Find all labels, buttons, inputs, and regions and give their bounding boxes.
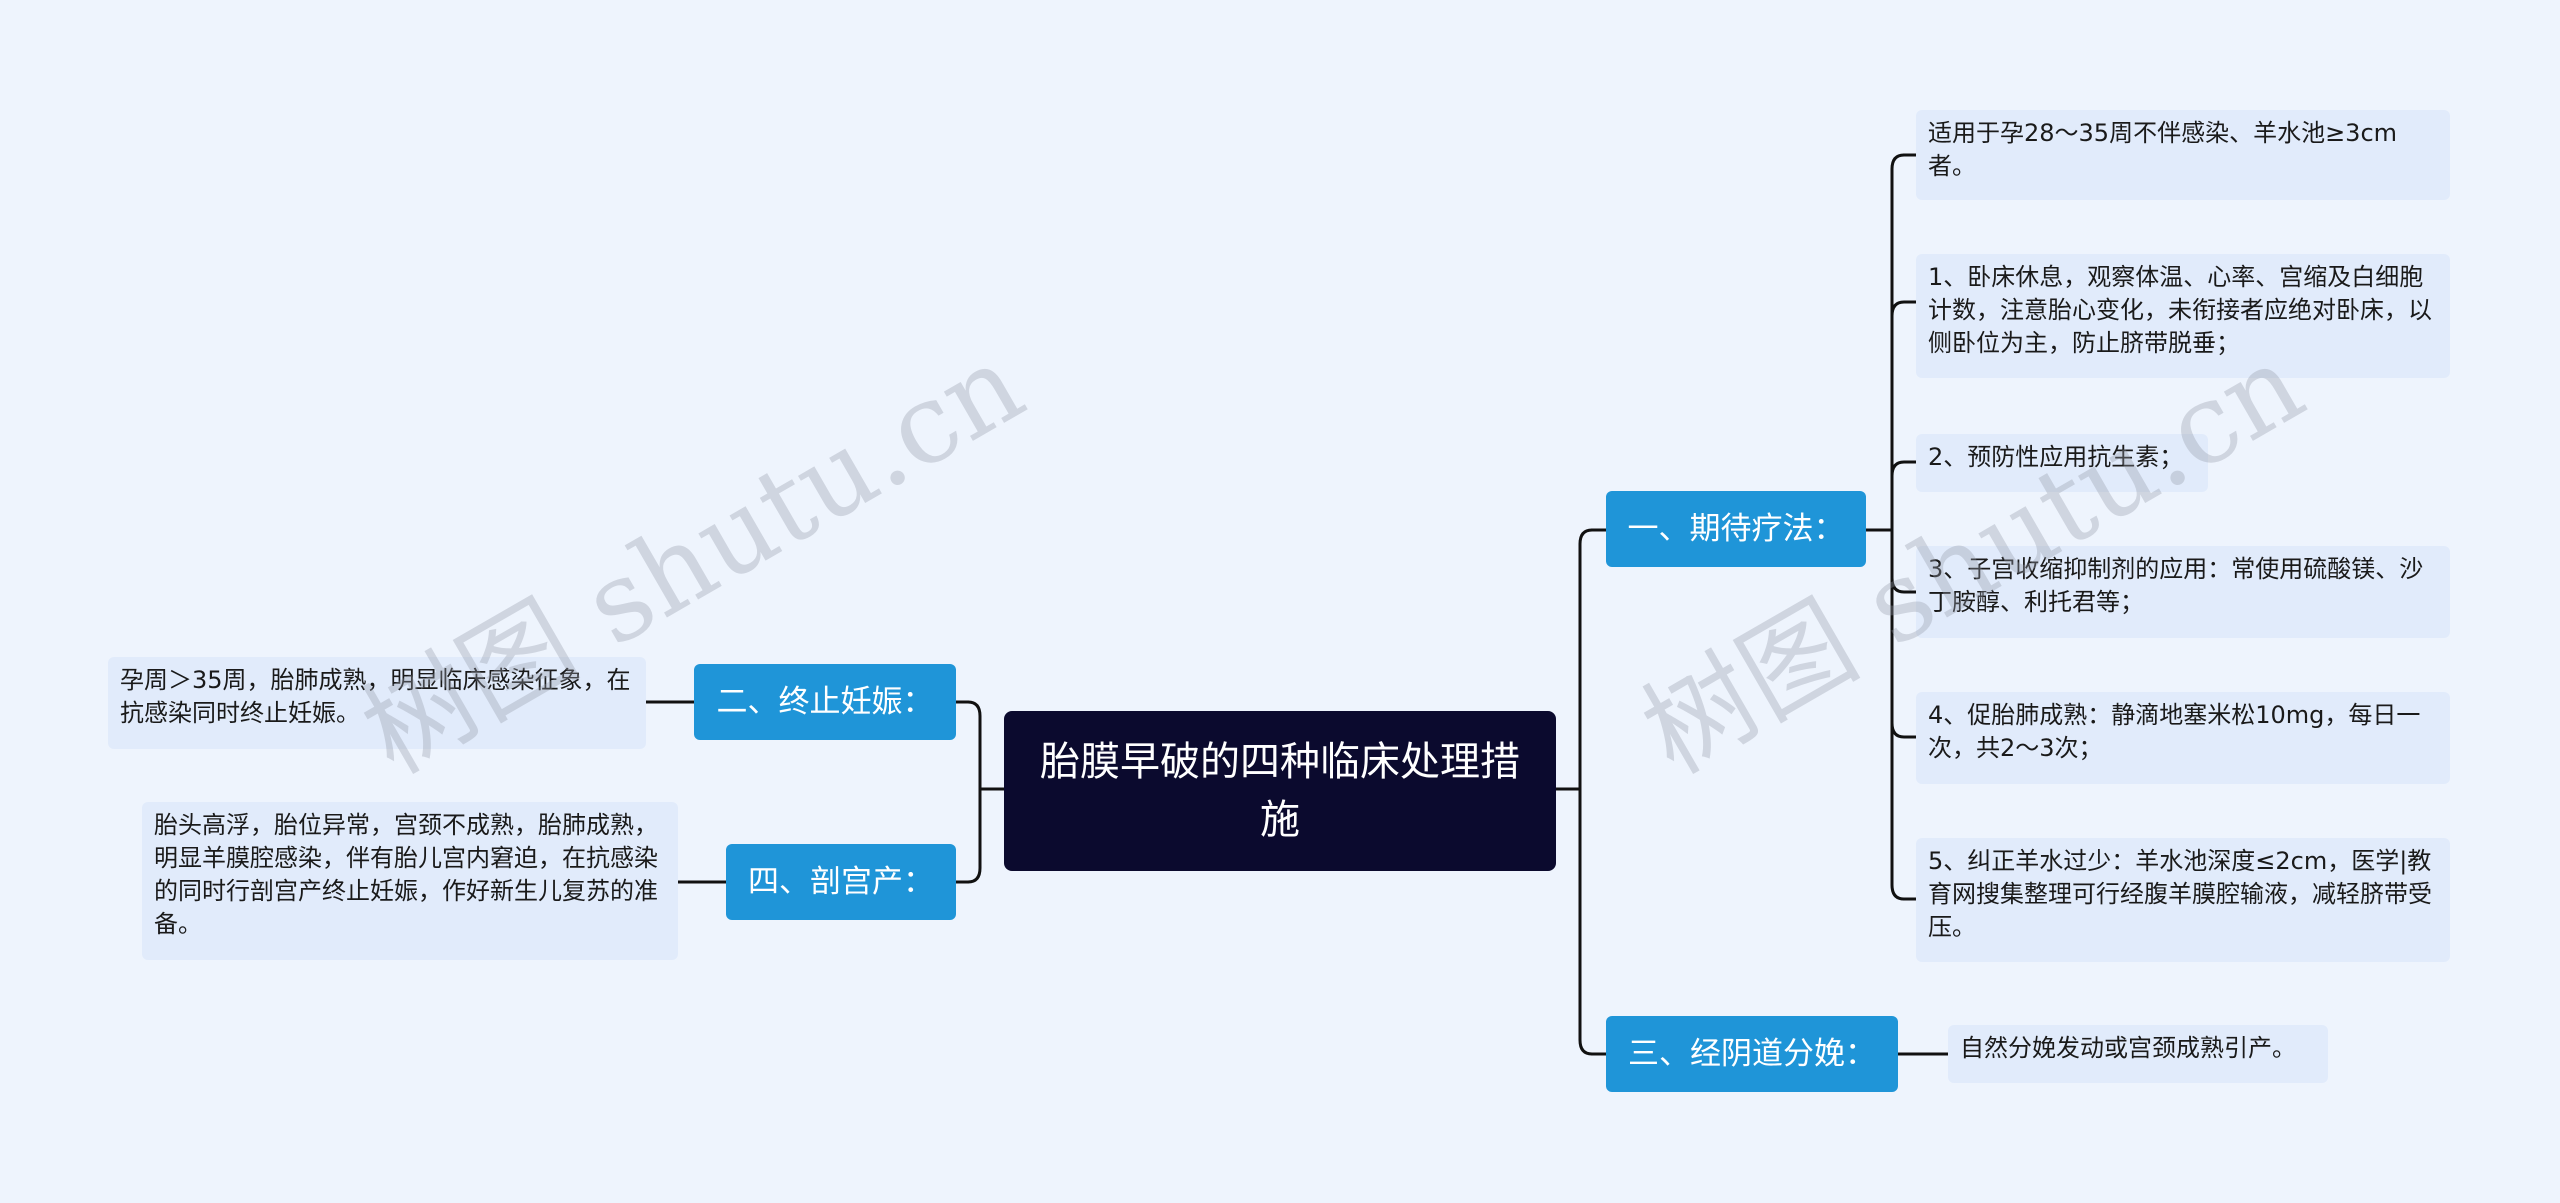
leaf-lung-maturation[interactable]: 4、促胎肺成熟：静滴地塞米松10mg，每日一次，共2～3次； <box>1916 692 2450 784</box>
leaf-oligohydramnios[interactable]: 5、纠正羊水过少：羊水池深度≤2cm，医学|教育网搜集整理可行经腹羊膜腔输液，减… <box>1916 838 2450 962</box>
leaf-indication[interactable]: 适用于孕28～35周不伴感染、羊水池≥3cm者。 <box>1916 110 2450 200</box>
branch-expectant-therapy-label: 一、期待疗法： <box>1627 511 1845 547</box>
leaf-natural-labor-text: 自然分娩发动或宫颈成熟引产。 <box>1960 1034 2296 1062</box>
leaf-tocolytics-text: 3、子宫收缩抑制剂的应用：常使用硫酸镁、沙丁胺醇、利托君等； <box>1928 555 2424 616</box>
connector-b1-trunk <box>1890 153 1906 901</box>
connector-b1-leaf2 <box>1890 460 1918 478</box>
leaf-antibiotics-text: 2、预防性应用抗生素； <box>1928 443 2184 471</box>
root-topic[interactable]: 胎膜早破的四种临床处理措施 <box>1004 711 1556 871</box>
branch-terminate-pregnancy[interactable]: 二、终止妊娠： <box>694 664 956 740</box>
connector-b1-leaf4 <box>1890 721 1918 739</box>
branch-expectant-therapy[interactable]: 一、期待疗法： <box>1606 491 1866 567</box>
leaf-bed-rest[interactable]: 1、卧床休息，观察体温、心率、宫缩及白细胞计数，注意胎心变化，未衔接者应绝对卧床… <box>1916 254 2450 378</box>
leaf-cesarean-indications-text: 胎头高浮，胎位异常，宫颈不成熟，胎肺成熟，明显羊膜腔感染，伴有胎儿宫内窘迫，在抗… <box>154 811 658 938</box>
leaf-terminate-criteria[interactable]: 孕周＞35周，胎肺成熟，明显临床感染征象，在抗感染同时终止妊娠。 <box>108 657 646 749</box>
branch-vaginal-delivery[interactable]: 三、经阴道分娩： <box>1606 1016 1898 1092</box>
connector-left-trunk <box>966 700 982 884</box>
branch-vaginal-delivery-label: 三、经阴道分娩： <box>1628 1036 1876 1072</box>
leaf-bed-rest-text: 1、卧床休息，观察体温、心率、宫缩及白细胞计数，注意胎心变化，未衔接者应绝对卧床… <box>1928 263 2432 357</box>
branch-cesarean-label: 四、剖宫产： <box>748 864 934 900</box>
branch-terminate-pregnancy-label: 二、终止妊娠： <box>716 684 934 720</box>
leaf-indication-text: 适用于孕28～35周不伴感染、羊水池≥3cm者。 <box>1928 119 2398 180</box>
leaf-tocolytics[interactable]: 3、子宫收缩抑制剂的应用：常使用硫酸镁、沙丁胺醇、利托君等； <box>1916 546 2450 638</box>
leaf-cesarean-indications[interactable]: 胎头高浮，胎位异常，宫颈不成熟，胎肺成熟，明显羊膜腔感染，伴有胎儿宫内窘迫，在抗… <box>142 802 678 960</box>
branch-cesarean[interactable]: 四、剖宫产： <box>726 844 956 920</box>
root-topic-label: 胎膜早破的四种临床处理措施 <box>1040 739 1520 843</box>
leaf-natural-labor[interactable]: 自然分娩发动或宫颈成熟引产。 <box>1948 1025 2328 1083</box>
leaf-lung-maturation-text: 4、促胎肺成熟：静滴地塞米松10mg，每日一次，共2～3次； <box>1928 701 2421 762</box>
connector-b1-leaf1 <box>1890 300 1918 318</box>
connector-right-trunk <box>1578 528 1594 1056</box>
leaf-terminate-criteria-text: 孕周＞35周，胎肺成熟，明显临床感染征象，在抗感染同时终止妊娠。 <box>120 666 631 727</box>
leaf-antibiotics[interactable]: 2、预防性应用抗生素； <box>1916 434 2208 492</box>
leaf-oligohydramnios-text: 5、纠正羊水过少：羊水池深度≤2cm，医学|教育网搜集整理可行经腹羊膜腔输液，减… <box>1928 847 2432 941</box>
connector-b1-leaf3 <box>1890 576 1918 594</box>
